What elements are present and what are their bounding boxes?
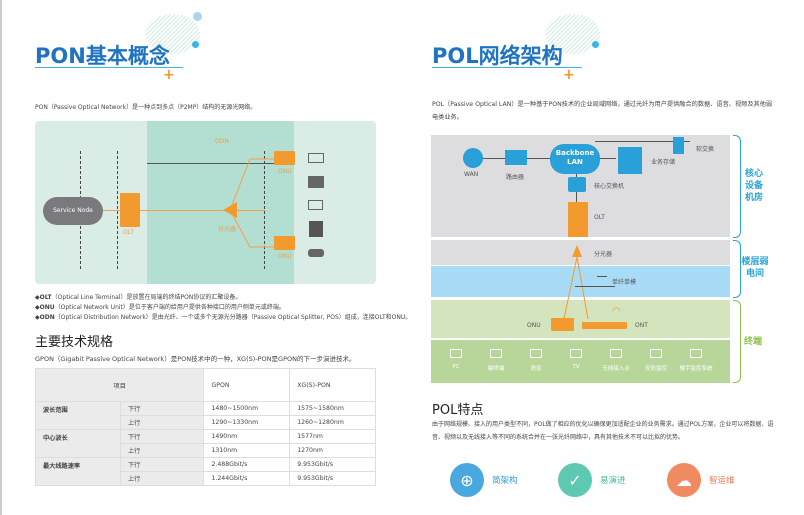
spec-heading: 主要技术规格 — [35, 335, 114, 350]
zone-label-floor: 楼层弱电间 — [741, 257, 769, 279]
title-decoration — [145, 14, 200, 54]
splitter-label: 分光器 — [594, 251, 613, 258]
fiber-label: 单纤单模 — [612, 279, 637, 286]
wan-label: WAN — [464, 171, 479, 178]
title-underline — [432, 67, 582, 68]
table-header: XG(S)-PON — [289, 368, 376, 402]
ont-label: ONT — [635, 322, 648, 329]
device-voice: 语音 — [516, 349, 556, 372]
ont-icon — [582, 322, 627, 329]
softswitch-label: 软交换 — [696, 146, 715, 153]
softswitch-icon — [673, 137, 684, 154]
onu-icon — [274, 151, 295, 165]
splitter-icon — [572, 245, 582, 257]
device-security: 安防监控 — [636, 349, 676, 372]
plus-decoration: + — [163, 67, 175, 83]
intro-text: PON（Passive Optical Network）是一种点到多点（P2MP… — [35, 104, 257, 111]
device-thin-client: 瘦终端 — [476, 349, 516, 372]
core-switch-icon — [568, 177, 586, 192]
onu-icon — [551, 318, 574, 331]
splitter-icon — [223, 202, 237, 218]
laptop-icon — [308, 153, 324, 163]
onu-label: ONU — [278, 168, 292, 175]
title-underline — [35, 67, 183, 68]
intro-text: POL（Passive Optical LAN）是一种基于PON技术的企业局域网… — [432, 101, 773, 121]
device-tv: TV — [556, 349, 596, 372]
table-header: GPON — [203, 368, 291, 402]
olt-icon — [568, 202, 588, 237]
onu-icon — [274, 236, 295, 250]
service-node-cloud: Service Node — [43, 197, 103, 225]
cloud-icon: ☁ — [667, 463, 701, 497]
device-bms: 楼宇监控系统 — [676, 349, 716, 372]
zone-floor-blue — [431, 266, 730, 297]
onu-label: ONU — [278, 253, 292, 260]
router-icon — [505, 150, 527, 165]
wan-globe-icon — [463, 148, 483, 168]
bullet-olt: ◆OLT（Optical Line Terminal）是放置在局端的终结PON协… — [35, 294, 242, 301]
plus-decoration: + — [563, 67, 575, 83]
splitter-label: 分光器 — [218, 226, 237, 233]
zone-label-core: 核心设备机房 — [744, 169, 763, 203]
globe-icon: ⊕ — [450, 463, 484, 497]
zone-brace — [733, 300, 741, 383]
odn-span-line — [147, 163, 294, 164]
desktop-icon — [308, 176, 324, 188]
shield-check-icon: ✓ — [558, 463, 592, 497]
table-header: 项目 — [34, 368, 205, 402]
zone-terminal-top — [431, 300, 730, 338]
feature-smart-ops: ☁智运维 — [667, 463, 735, 497]
page-edge — [0, 0, 2, 515]
zone-brace — [733, 135, 741, 238]
terminal-devices: PC 瘦终端 语音 TV 无线接入点 安防监控 楼宇监控系统 — [436, 349, 716, 372]
odn-label: ODN — [215, 138, 229, 145]
feature-evolve: ✓易演进 — [558, 463, 626, 497]
camera-icon — [308, 249, 324, 257]
bullet-onu: ◆ONU（Optical Network Unit）是位于客户端的给用户提供各种… — [35, 304, 285, 311]
spec-intro: GPON（Gigabit Passive Optical Network）是PO… — [35, 355, 356, 363]
dot-decoration — [193, 12, 202, 21]
dot-decoration — [592, 41, 599, 48]
dot-decoration — [192, 41, 199, 48]
olt-label: OLT — [594, 214, 605, 221]
zone-brace — [733, 240, 741, 298]
onu-label: ONU — [527, 322, 541, 329]
page-title: PON基本概念 — [35, 44, 170, 68]
olt-icon — [120, 193, 140, 227]
router-label: 路由器 — [506, 174, 525, 181]
device-pc: PC — [436, 349, 476, 372]
storage-label: 业务存储 — [651, 159, 676, 166]
bullet-odn: ◆ODN（Optical Distribution Network）是由光纤、一… — [35, 314, 412, 321]
olt-label: OLT — [123, 229, 134, 236]
storage-server-icon — [618, 147, 642, 174]
page-title: POL网络架构 — [432, 44, 563, 68]
features-text: 由于网络规模、接入的用户类型不同，POL做了相应的优化以确保更加适配企业的业务需… — [432, 421, 774, 441]
feature-simple: ⊕简架构 — [450, 463, 518, 497]
title-decoration — [545, 14, 600, 54]
features-heading: POL特点 — [432, 403, 484, 418]
pon-diagram: ODN Service Node OLT 分光器 ONU ONU — [35, 121, 376, 284]
zone-label-terminal: 终端 — [744, 337, 763, 347]
wifi-icon: ◠ — [612, 306, 621, 317]
device-ap: 无线接入点 — [596, 349, 636, 372]
monitor-icon — [308, 200, 323, 210]
phone-icon — [309, 221, 323, 237]
core-switch-label: 核心交换机 — [594, 183, 625, 190]
zone-terminal-devices — [431, 340, 730, 383]
